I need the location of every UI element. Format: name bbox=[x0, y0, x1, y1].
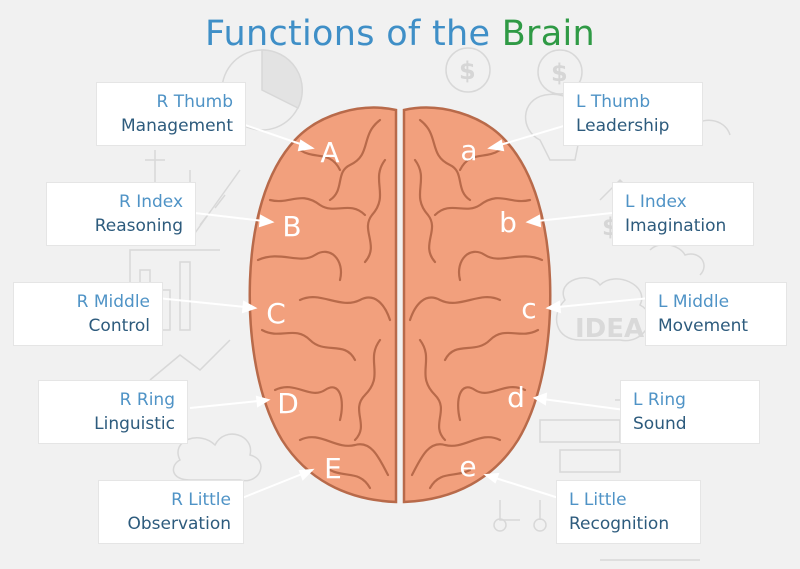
label-r-index-finger: R Index bbox=[118, 192, 183, 212]
marker-e: e bbox=[459, 450, 476, 483]
marker-A: A bbox=[320, 136, 339, 169]
label-l-little-finger: L Little bbox=[569, 490, 627, 510]
arrowhead-c-lower bbox=[545, 300, 562, 314]
marker-C: C bbox=[266, 297, 286, 330]
label-l-index: L Index Imagination bbox=[612, 182, 754, 246]
label-l-index-finger: L Index bbox=[625, 192, 687, 212]
label-l-little: L Little Recognition bbox=[556, 480, 701, 544]
arrowhead-d-upper bbox=[255, 395, 271, 408]
arrowhead-d-lower bbox=[532, 392, 548, 406]
marker-D: D bbox=[277, 387, 299, 420]
label-r-thumb-function: Management bbox=[121, 116, 233, 136]
idea-doodle-text: IDEA bbox=[575, 314, 644, 344]
marker-d: d bbox=[507, 381, 525, 414]
label-r-index-function: Reasoning bbox=[94, 216, 183, 236]
marker-b: b bbox=[499, 206, 517, 239]
arrowhead-b-lower bbox=[525, 214, 542, 228]
label-l-middle-function: Movement bbox=[658, 316, 749, 336]
connector-e-upper bbox=[236, 469, 313, 501]
label-r-little-finger: R Little bbox=[171, 490, 231, 510]
dollar-doodle-2: $ bbox=[551, 59, 568, 87]
dollar-doodle-1: $ bbox=[459, 57, 476, 85]
arrowhead-a-upper bbox=[297, 139, 315, 152]
arrowhead-e-upper bbox=[298, 468, 315, 481]
connector-d-upper bbox=[189, 399, 269, 409]
connector-b-upper bbox=[194, 212, 273, 223]
connector-c-lower bbox=[547, 297, 651, 309]
label-r-little: R Little Observation bbox=[98, 480, 244, 544]
arrowhead-b-upper bbox=[258, 214, 275, 228]
marker-c: c bbox=[521, 292, 536, 325]
marker-B: B bbox=[282, 210, 301, 243]
connector-b-lower bbox=[527, 212, 613, 223]
brain-folds bbox=[256, 118, 544, 490]
title-part-1: Functions of the bbox=[204, 14, 491, 54]
label-r-middle: R Middle Control bbox=[13, 282, 163, 346]
label-r-thumb-finger: R Thumb bbox=[156, 92, 234, 112]
label-l-thumb-function: Leadership bbox=[576, 116, 670, 136]
label-r-ring: R Ring Linguistic bbox=[38, 380, 188, 444]
label-l-index-function: Imagination bbox=[625, 216, 727, 236]
label-r-middle-finger: R Middle bbox=[76, 292, 150, 312]
label-r-middle-function: Control bbox=[88, 316, 150, 336]
label-l-middle-finger: L Middle bbox=[658, 292, 730, 312]
page-title: Functions of the Brain bbox=[0, 14, 800, 54]
label-r-index: R Index Reasoning bbox=[46, 182, 196, 246]
connector-a-lower bbox=[489, 124, 568, 149]
label-r-little-function: Observation bbox=[127, 514, 231, 534]
label-l-thumb: L Thumb Leadership bbox=[563, 82, 703, 146]
label-l-little-function: Recognition bbox=[569, 514, 670, 534]
connector-c-upper bbox=[156, 297, 256, 309]
label-r-ring-finger: R Ring bbox=[119, 390, 175, 410]
label-l-ring-finger: L Ring bbox=[633, 390, 686, 410]
label-l-ring-function: Sound bbox=[633, 414, 687, 434]
marker-a: a bbox=[460, 134, 477, 167]
connector-d-lower bbox=[534, 397, 626, 411]
label-l-ring: L Ring Sound bbox=[620, 380, 760, 444]
label-r-thumb: R Thumb Management bbox=[96, 82, 246, 146]
label-l-thumb-finger: L Thumb bbox=[576, 92, 651, 112]
arrowhead-a-lower bbox=[487, 139, 505, 152]
connector-e-lower bbox=[485, 474, 566, 501]
marker-E: E bbox=[324, 452, 342, 485]
title-part-2: Brain bbox=[501, 14, 596, 54]
label-l-middle: L Middle Movement bbox=[645, 282, 787, 346]
arrowhead-e-lower bbox=[483, 472, 500, 484]
label-r-ring-function: Linguistic bbox=[94, 414, 175, 434]
arrowhead-c-upper bbox=[241, 300, 258, 314]
